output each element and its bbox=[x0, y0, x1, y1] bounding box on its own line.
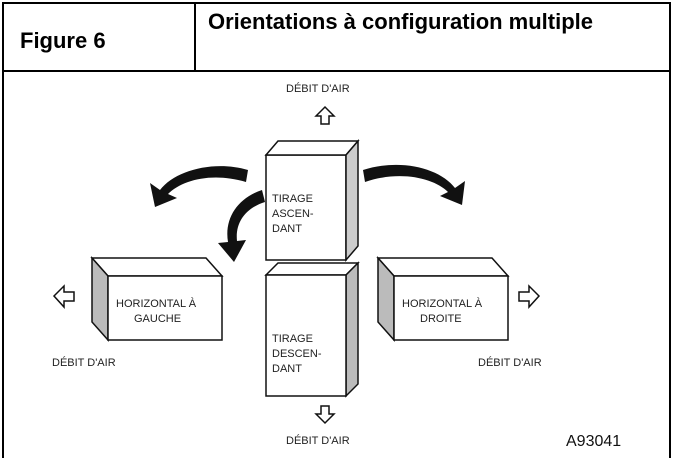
horizontal-left-label-2: GAUCHE bbox=[134, 313, 181, 325]
horizontal-left-unit: HORIZONTAL À GAUCHE bbox=[90, 256, 224, 342]
horizontal-right-label-2: DROITE bbox=[420, 313, 462, 325]
rotate-left-arrow-icon bbox=[150, 166, 248, 207]
figure-number: Figure 6 bbox=[20, 28, 106, 53]
figure-title: Orientations à configuration multiple bbox=[208, 9, 594, 34]
upflow-label-3: DANT bbox=[272, 223, 302, 235]
downflow-label-2: DESCEN- bbox=[272, 348, 322, 360]
upflow-label-2: ASCEN- bbox=[272, 208, 314, 220]
airflow-left-arrow-icon bbox=[52, 284, 75, 309]
rotate-down-arrow-icon bbox=[218, 190, 265, 262]
figure-code: A93041 bbox=[566, 433, 621, 450]
downflow-label-3: DANT bbox=[272, 363, 302, 375]
airflow-label-bottom: DÉBIT D'AIR bbox=[286, 434, 350, 447]
airflow-label-left: DÉBIT D'AIR bbox=[52, 356, 116, 369]
airflow-right-arrow-icon bbox=[518, 284, 541, 309]
airflow-up-arrow-icon bbox=[314, 105, 336, 125]
horizontal-left-label-1: HORIZONTAL À bbox=[116, 297, 197, 310]
airflow-down-arrow-icon bbox=[314, 405, 336, 425]
downflow-label-1: TIRAGE bbox=[272, 333, 313, 345]
upflow-unit: TIRAGE ASCEN- DANT bbox=[264, 138, 360, 263]
airflow-label-right: DÉBIT D'AIR bbox=[478, 356, 542, 369]
upflow-label-1: TIRAGE bbox=[272, 193, 313, 205]
diagram-area bbox=[2, 72, 671, 458]
horizontal-right-label-1: HORIZONTAL À bbox=[402, 297, 483, 310]
airflow-label-top: DÉBIT D'AIR bbox=[286, 82, 350, 95]
horizontal-right-unit: HORIZONTAL À DROITE bbox=[376, 256, 510, 342]
rotate-right-arrow-icon bbox=[363, 164, 465, 205]
downflow-unit: TIRAGE DESCEN- DANT bbox=[264, 261, 360, 398]
figure-number-cell: Figure 6 bbox=[2, 2, 196, 72]
figure-title-cell: Orientations à configuration multiple bbox=[196, 2, 671, 72]
